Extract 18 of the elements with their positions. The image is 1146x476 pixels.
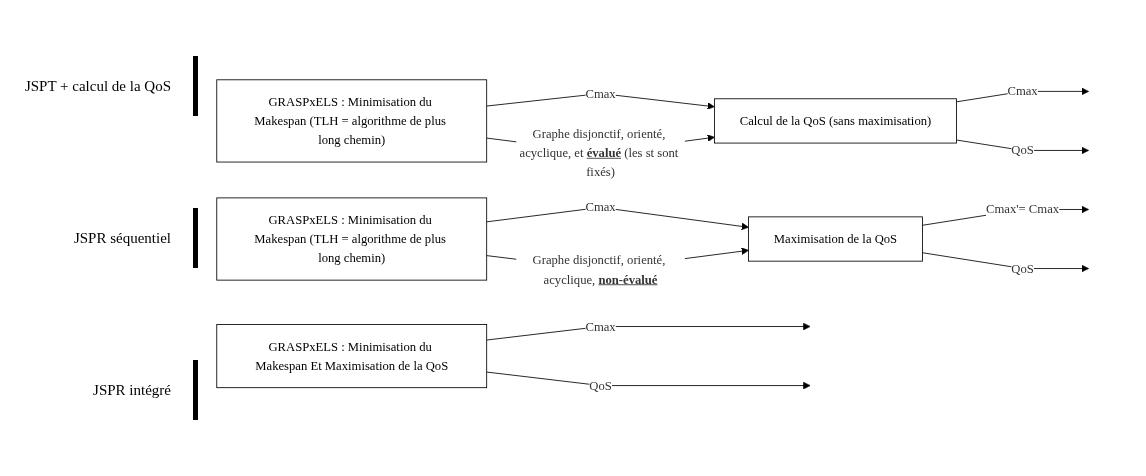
node-box: Calcul de la QoS (sans maximisation)	[714, 97, 957, 143]
node-box: GRASPxELS : Minimisation du Makespan (TLH = algorithme de plus long chemin)	[216, 78, 488, 162]
node-box: GRASPxELS : Minimisation du Makespan (TLH = algorithme de plus long chemin)	[216, 197, 488, 281]
edge-label: QoS	[589, 378, 612, 392]
row-label: JSPR séquentiel	[73, 229, 171, 247]
edge-label: Cmax'= Cmax	[986, 202, 1060, 216]
row-label: JSPT + calcul de la QoS	[24, 77, 171, 95]
row-label: JSPR intégré	[93, 381, 171, 399]
edge-label: QoS	[1011, 261, 1034, 275]
edge-label: Cmax	[585, 86, 616, 100]
node-box: Maximisation de la QoS	[748, 215, 923, 262]
edge-label: Cmax	[585, 199, 616, 214]
edge-label: QoS	[1011, 143, 1034, 157]
edge-label: Cmax	[1007, 83, 1038, 98]
node-box: GRASPxELS : Minimisation du Makespan Et Maximisation de la QoS	[216, 323, 488, 388]
edge-label: Cmax	[585, 319, 616, 333]
edge-label: Graphe disjonctif, orienté, acyclique, et évalué (les st sont fixés)	[519, 126, 679, 178]
edge-label: Graphe disjonctif, orienté, acyclique, non-évalué	[532, 252, 666, 286]
